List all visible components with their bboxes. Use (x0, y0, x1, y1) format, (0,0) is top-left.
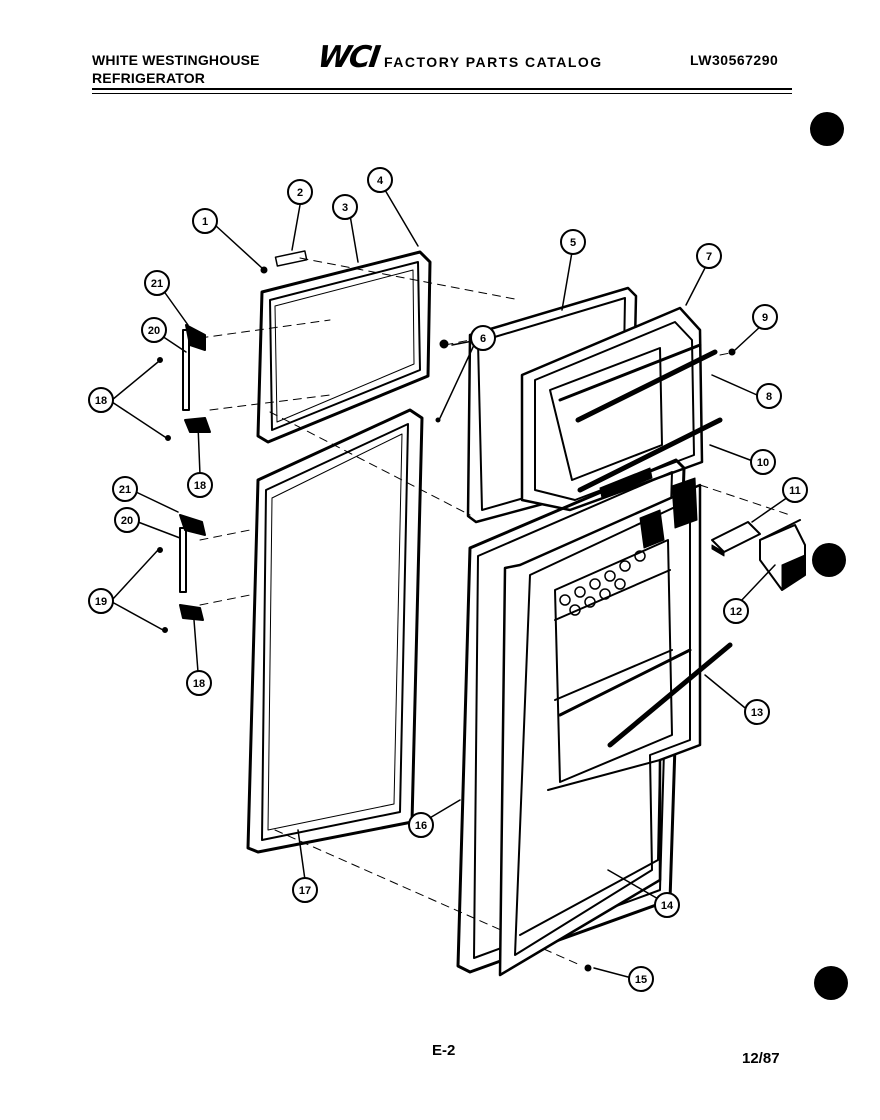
plug-part-6 (439, 339, 449, 349)
callout-16: 16 (408, 812, 434, 838)
liner-vent-left (639, 509, 665, 549)
fresh-food-door-liner (498, 483, 702, 977)
callout-14: 14 (654, 892, 680, 918)
brand-line-2: REFRIGERATOR (92, 70, 206, 86)
callout-8: 8 (756, 383, 782, 409)
callout-20-lower: 20 (114, 507, 140, 533)
callout-9: 9 (752, 304, 778, 330)
svg-text:1: 1 (202, 216, 208, 228)
svg-text:2: 2 (297, 187, 303, 199)
screw-part-15 (584, 964, 592, 972)
header-rule-thin (92, 93, 792, 94)
callout-21-lower: 21 (112, 476, 138, 502)
liner-vent-right (671, 477, 698, 529)
callout-7: 7 (696, 243, 722, 269)
callout-19-lower: 19 (88, 588, 114, 614)
svg-text:12: 12 (730, 606, 742, 618)
svg-text:14: 14 (661, 900, 674, 912)
brand-line-1: WHITE WESTINGHOUSE (92, 52, 260, 68)
freezer-shelf-rail-10 (577, 417, 723, 493)
callout-21-upper: 21 (144, 270, 170, 296)
page-code: E-2 (432, 1042, 456, 1059)
svg-text:13: 13 (751, 707, 763, 719)
butter-door-part-11 (711, 521, 761, 553)
svg-text:18: 18 (194, 480, 206, 492)
svg-text:8: 8 (766, 391, 772, 403)
svg-text:20: 20 (148, 325, 160, 337)
svg-text:21: 21 (119, 484, 131, 496)
svg-text:16: 16 (415, 820, 427, 832)
catalog-title: FACTORY PARTS CATALOG (384, 54, 603, 70)
callout-17: 17 (292, 877, 318, 903)
freezer-door-gasket (256, 250, 432, 444)
svg-text:11: 11 (789, 485, 801, 497)
door-shelf-rail-13 (607, 642, 733, 748)
callout-bubbles: 1 2 3 4 5 6 7 8 9 10 11 12 13 14 15 16 1… (88, 167, 808, 992)
callout-3: 3 (332, 194, 358, 220)
callout-12: 12 (723, 598, 749, 624)
callout-15: 15 (628, 966, 654, 992)
callout-20-upper: 20 (141, 317, 167, 343)
svg-text:21: 21 (151, 278, 163, 290)
svg-text:10: 10 (757, 457, 769, 469)
callout-18-middle: 18 (187, 472, 213, 498)
svg-text:6: 6 (480, 333, 486, 345)
callout-6: 6 (470, 325, 496, 351)
svg-text:4: 4 (377, 175, 384, 187)
binder-hole-top (810, 112, 844, 146)
freezer-door-liner (520, 306, 704, 512)
callout-13: 13 (744, 699, 770, 725)
callout-1: 1 (192, 208, 218, 234)
freezer-shelf-rail-8 (575, 349, 718, 423)
svg-text:19: 19 (95, 596, 107, 608)
svg-text:18: 18 (95, 395, 107, 407)
nameplate-part-2 (274, 250, 308, 267)
callout-4: 4 (367, 167, 393, 193)
screw-part-9 (728, 348, 736, 356)
svg-text:15: 15 (635, 974, 647, 986)
liner-vent-upper (599, 467, 653, 499)
svg-text:5: 5 (570, 237, 576, 249)
dairy-compartment-controls (559, 550, 646, 616)
callout-18-lower: 18 (186, 670, 212, 696)
header-rule (92, 88, 792, 90)
assembly-alignment-lines (199, 257, 791, 966)
binder-hole-middle (812, 543, 846, 577)
callout-10: 10 (750, 449, 776, 475)
date-code: 12/87 (742, 1050, 780, 1067)
callout-11: 11 (782, 477, 808, 503)
svg-text:20: 20 (121, 515, 133, 527)
binder-hole-bottom (814, 966, 848, 1000)
svg-text:3: 3 (342, 202, 348, 214)
callout-2: 2 (287, 179, 313, 205)
catalog-number: LW30567290 (690, 52, 779, 68)
callout-5: 5 (560, 229, 586, 255)
svg-text:17: 17 (299, 885, 311, 897)
callout-18-upper: 18 (88, 387, 114, 413)
svg-text:7: 7 (706, 251, 712, 263)
upper-hinge-parts (157, 324, 211, 441)
svg-text:18: 18 (193, 678, 205, 690)
svg-text:9: 9 (762, 312, 768, 324)
